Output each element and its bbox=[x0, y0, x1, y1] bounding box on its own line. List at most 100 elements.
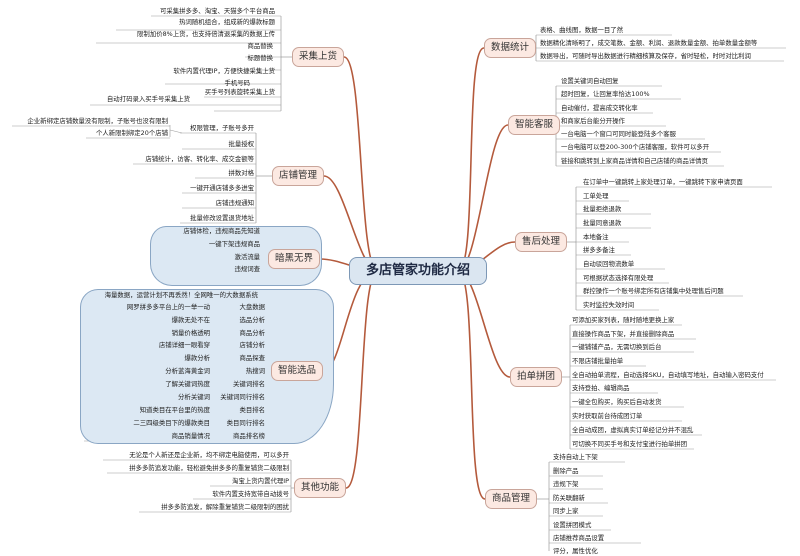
zhineng-sub-item: 二三四级类目下的爆款类目 bbox=[133, 419, 210, 427]
kefu-item: 一台电脑一个窗口可同时能登陆多个客服 bbox=[561, 130, 677, 138]
zhineng-sub-item: 店铺详细一眼看穿 bbox=[158, 341, 210, 349]
connector-line bbox=[345, 270, 379, 489]
shuju-item: 表格、曲线图，数据一目了然 bbox=[540, 26, 624, 34]
caiji-item: 买手号列表旋转采集上货 bbox=[204, 88, 275, 96]
zhineng-sub-item: 销量价格透明 bbox=[171, 329, 210, 337]
shouhou-item: 工单处理 bbox=[583, 192, 609, 200]
zhineng-item: 商品探查 bbox=[239, 354, 265, 362]
anhei-item: 一键下架违规商品 bbox=[208, 240, 260, 248]
paidan-item: 不限店铺批量拍单 bbox=[572, 357, 624, 365]
paidan-item: 实时获取前台待成团订单 bbox=[572, 412, 643, 420]
shangpin-item: 防关联翻新 bbox=[553, 494, 585, 502]
zhineng-item: 关键词同行排名 bbox=[220, 393, 265, 401]
topic-caiji[interactable]: 采集上货 bbox=[292, 47, 344, 67]
zhineng-sub-item: 网罗拼多多平台上的一举一动 bbox=[126, 303, 210, 311]
paidan-item: 一键铺铺产品，无需切换到后台 bbox=[572, 343, 662, 351]
topic-kefu[interactable]: 智能客服 bbox=[508, 115, 560, 135]
central-topic[interactable]: 多店管家功能介绍 bbox=[349, 257, 487, 285]
shangpin-item: 支持自动上下架 bbox=[553, 453, 598, 461]
shuju-item: 数据精化清晰明了，成交笔数、金额、利润、退款数量金额、拍单数量金额等 bbox=[540, 39, 758, 47]
caiji-item: 手机号码 bbox=[224, 79, 250, 87]
kefu-item: 自动催付，提高成交转化率 bbox=[561, 104, 638, 112]
zhineng-item: 选品分析 bbox=[239, 316, 265, 324]
dianpu-sub-item: 企业新绑定店铺数量没有限制，子账号也没有限制 bbox=[27, 117, 168, 125]
kefu-item: 链接和跳转到上家商品详情和自己店铺的商品详情页 bbox=[561, 157, 708, 165]
zhineng-item: 海量数据，运营计划不再丢然！全网唯一的大数据系统 bbox=[104, 291, 258, 299]
dianpu-item: 店铺违规通知 bbox=[215, 199, 254, 207]
zhineng-item: 商品分析 bbox=[239, 329, 265, 337]
zhineng-item: 店铺分析 bbox=[239, 341, 265, 349]
zhineng-sub-item: 分析关键词 bbox=[178, 393, 210, 401]
shouhou-item: 批量拒绝退款 bbox=[583, 205, 622, 213]
caiji-item: 限制加价8%上货，也支持倍清退采集的数据上传 bbox=[137, 30, 275, 38]
shouhou-item: 本地备注 bbox=[583, 233, 609, 241]
paidan-item: 直接操作商品下架，并直接删除商品 bbox=[572, 330, 675, 338]
shouhou-item: 在订单中一键跳转上家处理订单，一键跳转下家申请页面 bbox=[583, 178, 743, 186]
caiji-item: 标题替换 bbox=[247, 54, 273, 62]
connector-line bbox=[457, 270, 486, 500]
dianpu-item: 权限管理，子账号多开 bbox=[190, 124, 254, 132]
topic-qita[interactable]: 其他功能 bbox=[294, 478, 346, 498]
caiji-item: 热词随机组合，组成新的爆款标题 bbox=[179, 18, 275, 26]
kefu-item: 一台电脑可以登200-300个店铺客服，软件可以多开 bbox=[561, 143, 710, 151]
zhineng-sub-item: 了解关键词热度 bbox=[165, 380, 210, 388]
anhei-item: 激活流量 bbox=[234, 253, 260, 261]
dianpu-item: 拼数对格 bbox=[228, 169, 254, 177]
shuju-item: 数据导出，可随时导出数据进行精细核算及保存，省时轻松，时时对比利润 bbox=[540, 52, 751, 60]
shangpin-item: 删除产品 bbox=[553, 467, 579, 475]
zhineng-item: 类目排名 bbox=[239, 406, 265, 414]
paidan-item: 一键全包购买，购买后自动发货 bbox=[572, 398, 662, 406]
connector-line bbox=[343, 56, 379, 272]
zhineng-sub-item: 知道类目在平台里的热度 bbox=[139, 406, 210, 414]
zhineng-item: 大盘数据 bbox=[239, 303, 265, 311]
kefu-item: 设置关键词自动回复 bbox=[561, 77, 619, 85]
shangpin-item: 设置拼团模式 bbox=[553, 521, 592, 529]
topic-shouhou[interactable]: 售后处理 bbox=[515, 232, 567, 252]
caiji-item: 软件内置代理IP，方便快捷采集上货 bbox=[173, 67, 275, 75]
caiji-item: 可采集拼多多、淘宝、天猫多个平台商品 bbox=[159, 7, 275, 15]
zhineng-sub-item: 商品销量情况 bbox=[171, 432, 210, 440]
anhei-item: 违规词查 bbox=[234, 265, 260, 273]
shangpin-item: 店铺推荐商品设置 bbox=[553, 534, 605, 542]
zhineng-sub-item: 爆款无处不在 bbox=[171, 316, 210, 324]
kefu-item: 超时回复，让回复率恰达100% bbox=[561, 90, 650, 98]
shouhou-item: 拼多多备注 bbox=[583, 246, 615, 254]
caiji-item: 自动打码录入买手号采集上货 bbox=[106, 95, 190, 103]
shangpin-item: 评分，属性优化 bbox=[553, 547, 598, 555]
shangpin-item: 同步上家 bbox=[553, 507, 579, 515]
connector-line bbox=[457, 47, 485, 272]
topic-shangpin[interactable]: 商品管理 bbox=[485, 489, 537, 509]
dianpu-sub-item: 个人新限制绑定20个店铺 bbox=[95, 129, 168, 137]
shouhou-item: 可根据状态选择有限处理 bbox=[583, 274, 654, 282]
topic-anhei[interactable]: 暗黑无界 bbox=[268, 249, 320, 269]
paidan-item: 可切换不同买手号和支付宝进行拍单拼团 bbox=[572, 440, 688, 448]
paidan-item: 全自动拍单流程，自动选择SKU，自动填写地址，自动输入密码支付 bbox=[572, 371, 764, 379]
shouhou-item: 群控操作一个账号绑定所有店铺集中处理售后问题 bbox=[583, 287, 724, 295]
zhineng-item: 热搜词 bbox=[245, 367, 265, 375]
connector-line bbox=[169, 129, 183, 134]
dianpu-item: 批量授权 bbox=[228, 140, 254, 148]
topic-zhineng[interactable]: 智能选品 bbox=[271, 361, 323, 381]
shouhou-item: 批量同意退款 bbox=[583, 219, 622, 227]
zhineng-item: 商品排名榜 bbox=[233, 432, 265, 440]
dianpu-item: 店铺统计，访客、转化率、成交金额等 bbox=[145, 155, 254, 163]
paidan-item: 支持登拍、编辑商品 bbox=[572, 384, 630, 392]
dianpu-item: 批量修改设置退货地址 bbox=[190, 214, 254, 222]
shangpin-item: 违规下架 bbox=[553, 480, 579, 488]
zhineng-item: 关键词排名 bbox=[233, 380, 265, 388]
qita-item: 拼多多防追发功能，轻松避免拼多多的重复铺货二级限制 bbox=[129, 464, 289, 472]
anhei-item: 店铺体检，违规商品先知道 bbox=[183, 227, 260, 235]
qita-item: 软件内置支持宽带自动拨号 bbox=[212, 490, 289, 498]
paidan-item: 全自动成团，虚拟真实订单经记分并不混乱 bbox=[572, 426, 694, 434]
zhineng-sub-item: 爆款分析 bbox=[184, 354, 210, 362]
qita-item: 拼多多防追发，解除重复铺货二级限制的困扰 bbox=[161, 503, 289, 511]
topic-dianpu[interactable]: 店铺管理 bbox=[272, 166, 324, 186]
topic-shuju[interactable]: 数据统计 bbox=[484, 38, 536, 58]
shouhou-item: 实时监控失效时间 bbox=[583, 301, 635, 309]
zhineng-sub-item: 分析蓝海黄金词 bbox=[165, 367, 210, 375]
zhineng-item: 类目同行排名 bbox=[226, 419, 265, 427]
caiji-item: 商品替换 bbox=[247, 42, 273, 50]
topic-paidan[interactable]: 拍单拼团 bbox=[510, 367, 562, 387]
kefu-item: 和商家后台能分开操作 bbox=[561, 117, 625, 125]
shouhou-item: 自动驳回物流数单 bbox=[583, 260, 635, 268]
